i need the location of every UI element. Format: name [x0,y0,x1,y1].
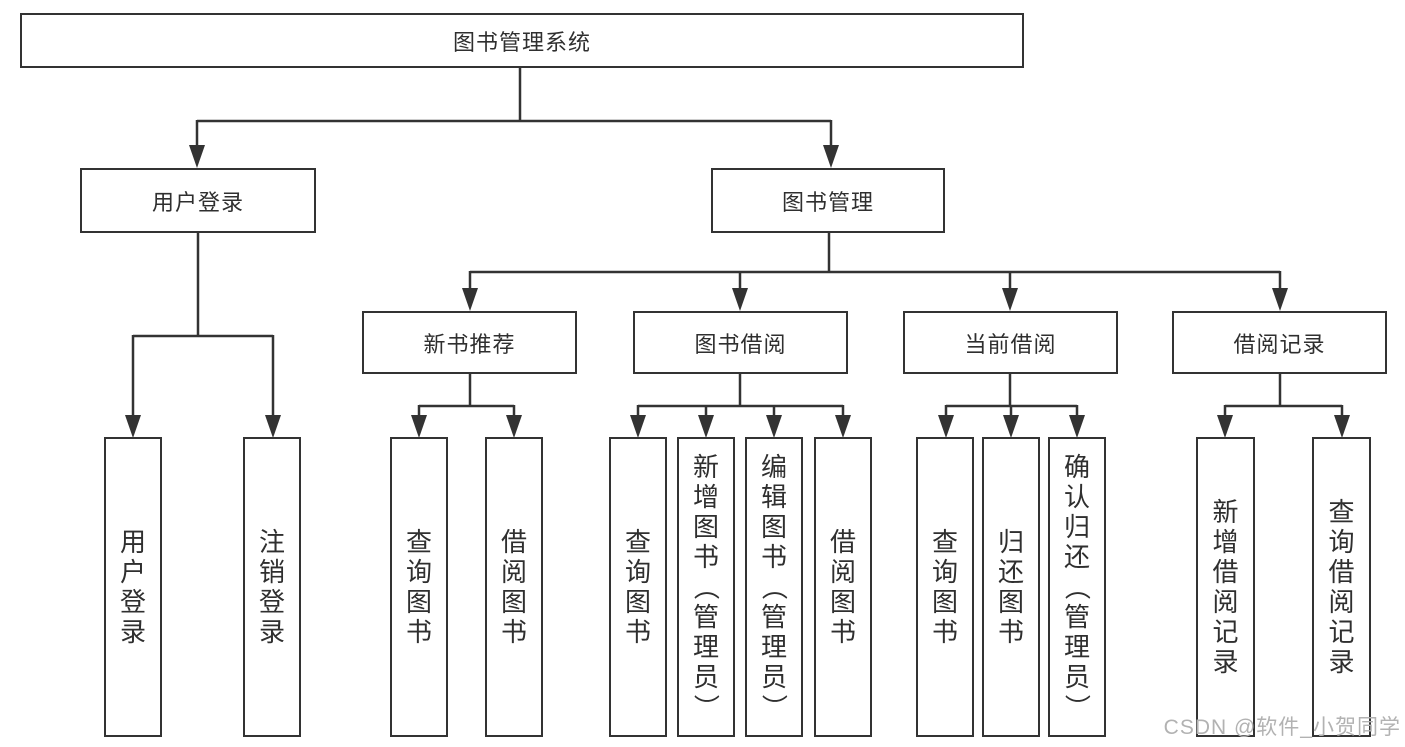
leaf-borrow-book-1: 借阅图书 [485,437,543,737]
node-label: 编辑图书（管理员） [758,452,789,721]
leaf-add-borrow-record: 新增借阅记录 [1196,437,1255,737]
leaf-add-book-admin: 新增图书（管理员） [677,437,735,737]
leaf-query-borrow-record: 查询借阅记录 [1312,437,1371,737]
node-label: 新书推荐 [423,331,516,357]
node-label: 新增图书（管理员） [690,452,721,721]
node-borrow-records: 借阅记录 [1172,311,1387,374]
leaf-query-book-3: 查询图书 [916,437,974,737]
node-label: 当前借阅 [964,331,1057,357]
node-label: 借阅图书 [500,527,527,647]
node-root: 图书管理系统 [20,13,1024,68]
node-new-book-recommend: 新书推荐 [362,311,577,374]
node-label: 查询图书 [624,527,651,647]
leaf-borrow-book-2: 借阅图书 [814,437,872,737]
leaf-edit-book-admin: 编辑图书（管理员） [745,437,803,737]
node-label: 用户登录 [119,527,146,647]
node-current-borrow: 当前借阅 [903,311,1118,374]
leaf-user-login: 用户登录 [104,437,162,737]
node-label: 归还图书 [997,527,1024,647]
leaf-query-book-2: 查询图书 [609,437,667,737]
node-label: 图书管理系统 [452,29,591,55]
leaf-return-book: 归还图书 [982,437,1040,737]
node-label: 注销登录 [258,527,285,647]
node-label: 新增借阅记录 [1212,497,1239,677]
node-user-login: 用户登录 [80,168,316,233]
node-label: 确认归还（管理员） [1061,452,1092,721]
node-label: 用户登录 [151,189,244,215]
node-book-management: 图书管理 [711,168,945,233]
node-label: 图书管理 [781,189,874,215]
node-label: 查询图书 [931,527,958,647]
node-label: 借阅图书 [829,527,856,647]
node-label: 借阅记录 [1233,331,1326,357]
leaf-confirm-return-admin: 确认归还（管理员） [1048,437,1106,737]
leaf-logout: 注销登录 [243,437,301,737]
node-book-borrow: 图书借阅 [633,311,848,374]
node-label: 图书借阅 [694,331,787,357]
node-label: 查询图书 [405,527,432,647]
node-label: 查询借阅记录 [1328,497,1355,677]
leaf-query-book-1: 查询图书 [390,437,448,737]
watermark: CSDN @软件_小贺同学 [1163,716,1401,739]
